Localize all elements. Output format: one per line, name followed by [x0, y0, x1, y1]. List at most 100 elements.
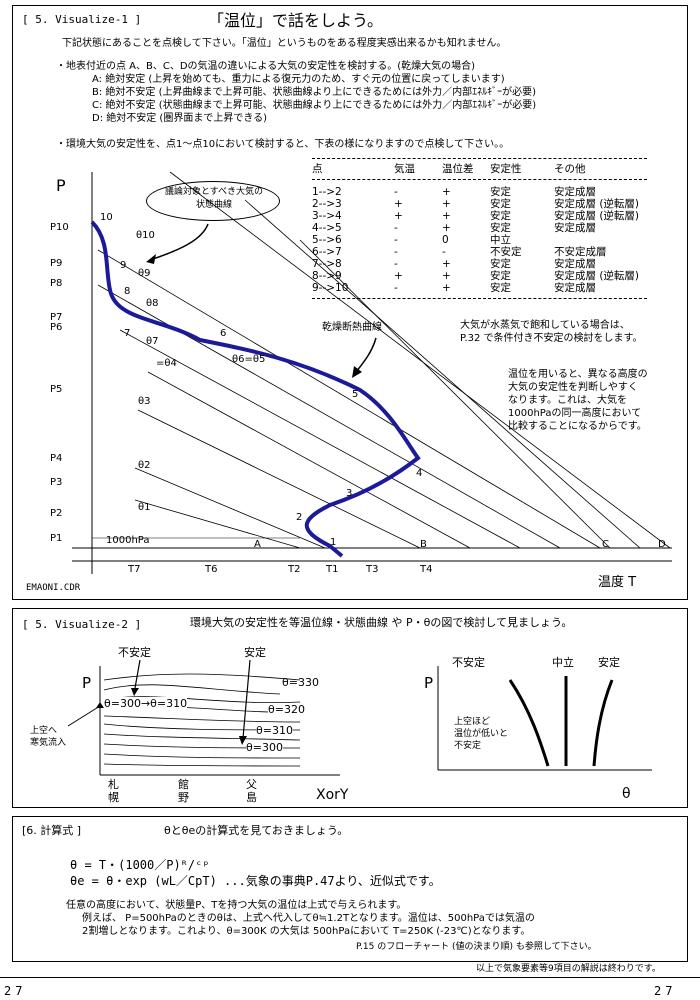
pressure-label: P6	[50, 322, 62, 333]
theta-note-line: 1000hPaの同一高度において	[508, 408, 642, 419]
point-number: 3	[346, 488, 352, 499]
state-curve	[90, 220, 421, 558]
table-header: 点	[312, 163, 323, 175]
table-cell: 安定	[490, 222, 511, 234]
moist-note-2: P.32 で条件付き不安定の検討をします。	[460, 333, 643, 344]
stability-item-d: D: 絶対不安定 (圏界面まで上昇できる)	[92, 113, 268, 124]
section1-title: 「温位」で話をしよう。	[208, 11, 384, 30]
formula-para-3: 2割増しとなります。これより、θ=300K の大気は 500hPaにおいて T=…	[82, 926, 531, 937]
table-row: 4-->5-+安定安定成層	[312, 222, 643, 234]
footer-rule	[0, 977, 700, 978]
table-header: 安定性	[490, 163, 522, 175]
theta-note-line: なります。これは、大気を	[508, 395, 627, 406]
stable-curve	[592, 679, 614, 767]
table-row: 8-->9++安定安定成層 (逆転層)	[312, 270, 643, 282]
surface-point: A	[254, 539, 261, 550]
theta-label: θ9	[138, 268, 150, 279]
section2-label: [ 5. Visualize-2 ]	[22, 618, 142, 631]
city-chichijima: 父島	[246, 778, 257, 804]
theta-label: θ6=θ5	[232, 354, 265, 365]
ptheta-unstable-label: 不安定	[452, 656, 485, 669]
dry-adiabats	[97, 171, 671, 549]
temp-axis-label: 温度 T	[598, 575, 637, 590]
ptheta-note: 上空ほど 温位が低いと 不安定	[454, 716, 508, 752]
section1-intro: 下記状態にあることを点検して下さい。「温位」というものをある程度実感出来るかも知…	[62, 38, 507, 49]
table-cell: -	[394, 234, 398, 246]
theta-note-line: 比較することになるからです。	[508, 421, 647, 432]
temp-label: T6	[204, 564, 217, 575]
temp-label: T7	[127, 564, 140, 575]
ptheta-note-line: 温位が低いと	[454, 729, 509, 739]
pressure-label: P7	[50, 312, 62, 323]
table-row: 1-->2-+安定安定成層	[312, 186, 643, 198]
hpa-label: 1000hPa	[106, 535, 150, 546]
stability-item-c: C: 絶対不安定 (状態曲線まで上昇可能、状態曲線より上にできるためには外力／内…	[92, 100, 537, 111]
state-curve-callout	[146, 181, 280, 221]
table-row: 9-->10-+安定安定成層	[312, 282, 643, 294]
city-tateno: 館野	[178, 778, 189, 804]
dry-adiabat-label: 乾燥断熱曲線	[322, 322, 382, 333]
table-cell: 安定成層 (逆転層)	[554, 270, 640, 282]
table-cell: 6-->7	[312, 246, 342, 258]
isentrope-unstable-label: 不安定	[118, 646, 151, 659]
isentrope-label-320: θ=320	[268, 703, 305, 716]
section-visualize-2	[12, 608, 688, 808]
ptheta-p-label: P	[424, 674, 434, 692]
env-stability-line: ・環境大気の安定性を、点1〜点10において検討すると、下表の様になりますので点検…	[56, 139, 510, 150]
stability-heading: ・地表付近の点 A、B、C、Dの気温の違いによる大気の安定性を検討する。(乾燥大…	[56, 61, 476, 72]
pressure-label: P3	[50, 477, 62, 488]
table-cell: 安定成層 (逆転層)	[554, 210, 640, 222]
point-number: 1	[330, 537, 336, 548]
theta-label: θ7	[146, 336, 158, 347]
isentrope-p-label: P	[82, 674, 92, 692]
ptheta-stable-label: 安定	[598, 656, 620, 669]
page-number-right: 27	[654, 984, 677, 998]
section3-title: θとθeの計算式を見ておきましょう。	[164, 824, 349, 837]
cold-note-line: 寒気流入	[30, 738, 67, 748]
theta-label: =θ4	[156, 358, 177, 369]
theta-label: θ2	[138, 460, 150, 471]
table-cell: 安定	[490, 258, 511, 270]
table-cell: 9-->10	[312, 282, 349, 294]
table-row: 3-->4++安定安定成層 (逆転層)	[312, 210, 643, 222]
table-cell: +	[442, 258, 451, 270]
ptheta-theta-label: θ	[622, 786, 631, 802]
formula-para-4: P.15 のフローチャート (値の決まり順) も参照して下さい。	[356, 942, 597, 952]
section-formula	[12, 816, 688, 962]
table-cell: 不安定成層	[554, 246, 607, 258]
surface-point: B	[420, 539, 427, 550]
point-number: 7	[124, 328, 130, 339]
table-cell: 安定成層 (逆転層)	[554, 198, 640, 210]
table-cell: -	[394, 282, 398, 294]
cold-note-line: 上空へ	[30, 726, 58, 736]
table-row: 5-->6 - 0 中立	[312, 234, 643, 246]
table-header: その他	[554, 163, 586, 175]
table-cell: 中立	[490, 234, 511, 246]
isentrope-label-300-310: θ=300→θ=310	[104, 697, 188, 710]
table-cell: +	[442, 186, 451, 198]
theta-note-line: 温位を用いると、異なる高度の	[508, 369, 648, 380]
table-cell: 0	[442, 234, 449, 246]
point-number: 2	[296, 512, 302, 523]
stability-item-a: A: 絶対安定 (上昇を始めても、重力による復元力のため、すぐ元の位置に戻ってし…	[92, 74, 505, 85]
table-cell: 安定	[490, 198, 511, 210]
pressure-label: P10	[50, 222, 69, 233]
dry-adiabat-arrow	[355, 337, 377, 373]
temp-label: T3	[365, 564, 378, 575]
isentrope-label-330: θ=330	[282, 676, 319, 689]
formula-theta-e: θe = θ・exp (wL／CpT) ...気象の事典P.47より、近似式です…	[70, 874, 441, 888]
table-header-row: 点 気温 温位差 安定性 その他	[312, 163, 590, 175]
point-number: 6	[220, 328, 226, 339]
formula-para-2: 例えば、 P=500hPaのときのθは、上式へ代入してθ≒1.2Tとなります。温…	[82, 913, 535, 924]
table-cell: +	[394, 198, 403, 210]
city-sapporo: 札幌	[108, 778, 119, 804]
table-cell: 安定	[490, 210, 511, 222]
ptheta-note-line: 上空ほど	[454, 717, 491, 727]
table-cell: 5-->6	[312, 234, 342, 246]
pressure-label: P1	[50, 533, 62, 544]
formula-theta: θ = T・(1000／P)ᴿ/ᶜᵖ	[70, 858, 210, 872]
unstable-curve	[508, 679, 550, 767]
temp-label: T2	[287, 564, 300, 575]
